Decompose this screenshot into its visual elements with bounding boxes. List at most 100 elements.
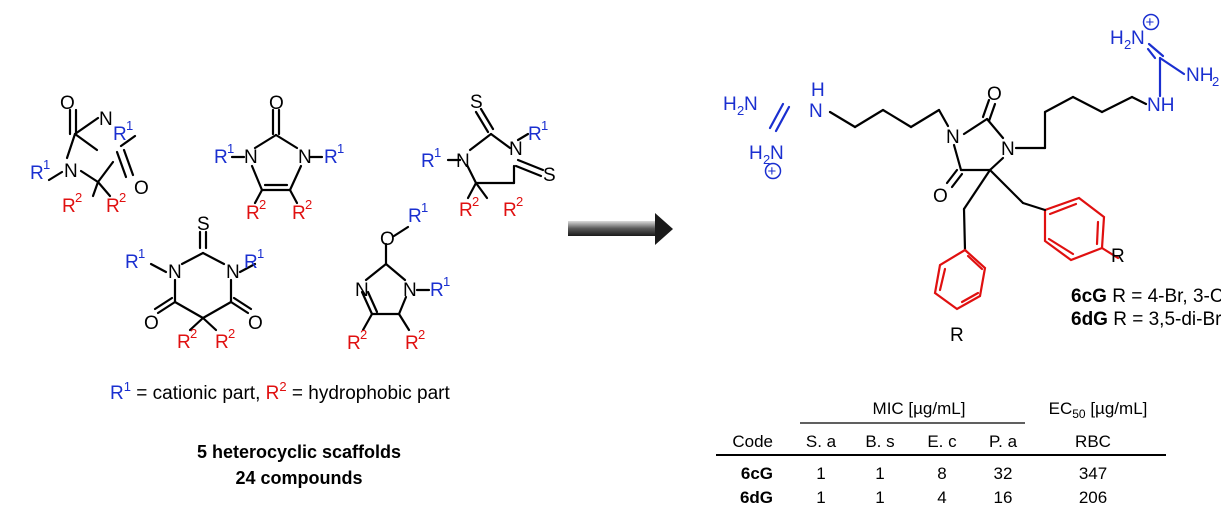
atom-o: O	[987, 84, 1002, 105]
table-header-ec: E. c	[927, 432, 957, 451]
r1-label: R	[421, 151, 435, 172]
atom-n: N	[298, 147, 312, 168]
legend-r1-desc: = cationic part,	[131, 383, 266, 404]
r2-sup: 2	[360, 327, 367, 342]
r2-label: R	[405, 333, 419, 354]
r2-sup: 2	[75, 190, 82, 205]
legend-r1: R	[110, 383, 124, 404]
left-benzyl	[933, 207, 987, 311]
r2-sup: 2	[516, 194, 523, 209]
atom-o: O	[60, 93, 75, 114]
table-header-bs: B. s	[865, 432, 894, 451]
r1-sup: 1	[443, 274, 450, 289]
r1-label: R	[30, 163, 44, 184]
table-header-pa: P. a	[989, 432, 1018, 451]
atom-o: O	[269, 93, 284, 114]
atom-n: N	[744, 94, 758, 115]
table-header-rbc: RBC	[1075, 432, 1111, 451]
r2-label: R	[347, 333, 361, 354]
r2-label: R	[62, 196, 76, 217]
atom-n: N	[226, 262, 240, 283]
atom-n: N	[1131, 28, 1145, 49]
compound-6dG: 6dG R = 3,5-di-Br	[1071, 309, 1221, 330]
table-cell: 1	[875, 464, 884, 483]
compound-6cG: 6cG R = 4-Br, 3-Cl	[1071, 286, 1221, 307]
atom-n: N	[168, 262, 182, 283]
atom-n: N	[244, 147, 258, 168]
atom-o: O	[380, 229, 395, 250]
scaffold-thiobarbiturate	[149, 230, 257, 332]
charge-plus: +	[1146, 14, 1155, 31]
table-cell-code: 6dG	[740, 488, 773, 507]
r1-sup: 1	[421, 200, 428, 215]
positive-charge-icon	[1142, 13, 1160, 31]
r1-label: R	[528, 124, 542, 145]
legend-r1-sup: 1	[124, 379, 131, 394]
atom-n: N	[456, 151, 470, 172]
r2-label: R	[106, 196, 120, 217]
atom-o: O	[144, 313, 159, 334]
r1-label: R	[430, 280, 444, 301]
charge-plus: +	[768, 163, 777, 180]
atom-h: H	[811, 80, 825, 101]
r2-sup: 2	[305, 197, 312, 212]
table-header-code: Code	[732, 432, 773, 451]
atom-h: H	[723, 94, 737, 115]
table-cell: 1	[816, 464, 825, 483]
legend-r2-sup: 2	[279, 379, 286, 394]
atom-n: N	[64, 161, 78, 182]
atom-n: N	[1001, 139, 1015, 160]
r2-sup: 2	[418, 327, 425, 342]
atom-s: S	[470, 92, 483, 113]
scaffold-thiohydantoin	[446, 107, 545, 200]
legend-r2-desc: = hydrophobic part	[287, 383, 451, 404]
r1-sup: 1	[434, 145, 441, 160]
table-cell: 347	[1079, 464, 1107, 483]
table-cell: 1	[816, 488, 825, 507]
table-cell: 16	[994, 488, 1013, 507]
r2-sup: 2	[259, 197, 266, 212]
activity-table: MIC [µg/mL] EC50 [µg/mL] Code S. a B. s …	[716, 399, 1166, 507]
table-cell: 1	[875, 488, 884, 507]
atom-n: N	[809, 101, 823, 122]
reaction-arrow	[568, 213, 673, 245]
atom-n: N	[946, 127, 960, 148]
r1-sup: 1	[43, 157, 50, 172]
legend-r2: R	[266, 383, 280, 404]
table-cell: 8	[937, 464, 946, 483]
r2-sup: 2	[190, 326, 197, 341]
compound-code: 6dG	[1071, 309, 1108, 330]
subscript-2: 2	[1124, 37, 1131, 52]
table-group-mic: MIC [µg/mL]	[873, 399, 966, 418]
atom-o: O	[134, 178, 149, 199]
target-molecule	[768, 42, 1186, 211]
atom-s: S	[197, 214, 210, 235]
legend: R1 = cationic part, R2 = hydrophobic par…	[110, 379, 451, 404]
table-header-sa: S. a	[806, 432, 837, 451]
r1-sup: 1	[541, 118, 548, 133]
subscript-2: 2	[1212, 74, 1219, 89]
atom-n: N	[403, 280, 417, 301]
table-cell: 4	[937, 488, 946, 507]
atom-n: N	[99, 109, 113, 130]
r1-sup: 1	[138, 246, 145, 261]
table-group-ec50: EC50 [µg/mL]	[1049, 399, 1148, 421]
r2-label: R	[292, 203, 306, 224]
summary-line1: 5 heterocyclic scaffolds	[197, 442, 401, 462]
scaffold-alkoxyimidazole	[360, 225, 431, 332]
atom-nh: NH	[1147, 95, 1174, 116]
r2-label: R	[503, 200, 517, 221]
atom-n: N	[509, 139, 523, 160]
r2-label: R	[177, 332, 191, 353]
scaffold-imidazolone	[230, 108, 324, 205]
table-cell-code: 6cG	[741, 464, 773, 483]
r1-sup: 1	[126, 118, 133, 133]
r1-label: R	[244, 252, 258, 273]
r1-label: R	[125, 252, 139, 273]
r1-label: R	[324, 147, 338, 168]
atom-s: S	[543, 165, 556, 186]
scaffold-hydantoin	[47, 108, 137, 198]
r2-sup: 2	[228, 326, 235, 341]
